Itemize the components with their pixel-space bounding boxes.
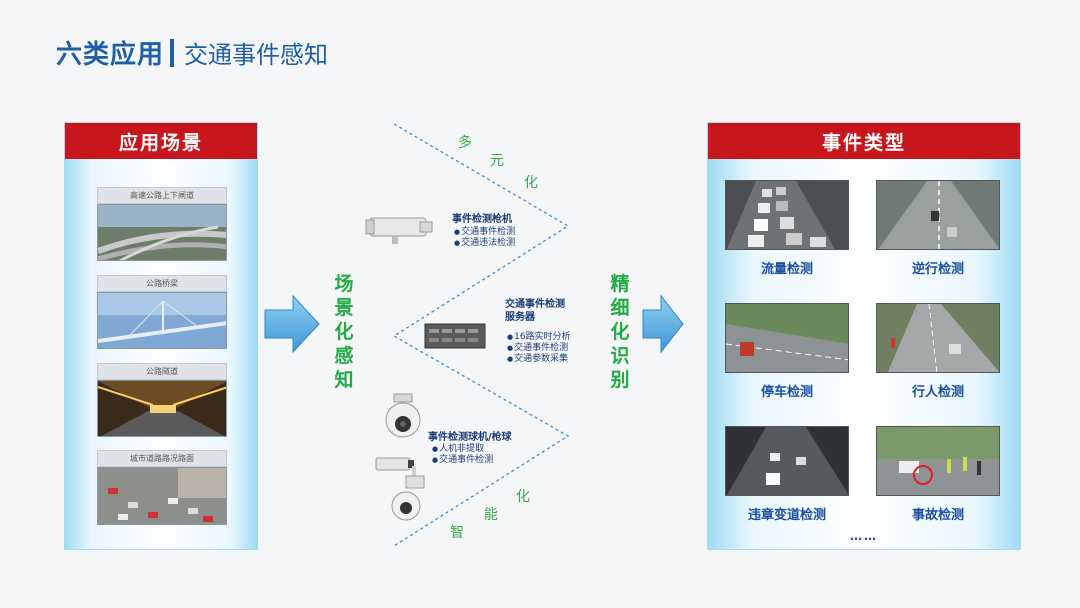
- lane-change-photo: [725, 426, 849, 496]
- diversified-char-1: 多: [458, 135, 472, 151]
- feature-item: 交通参数采集: [507, 354, 571, 365]
- device-1-title: 事件检测枪机: [452, 214, 512, 225]
- right-arrow-icon: [264, 294, 320, 354]
- scene-label: 公路隧道: [97, 363, 227, 380]
- title-sub: 交通事件感知: [184, 41, 329, 69]
- event-parking-detection: 停车检测: [725, 303, 849, 400]
- scene-bridge: 公路桥梁: [97, 275, 227, 349]
- wrong-way-photo: [876, 180, 1000, 250]
- bridge-photo: [97, 292, 227, 349]
- event-accident-detection: 事故检测: [876, 426, 1000, 523]
- vertical-char: 化: [334, 321, 354, 343]
- intelligent-char-3: 化: [516, 489, 530, 505]
- event-flow-detection: 流量检测: [725, 180, 849, 277]
- scene-label: 公路桥梁: [97, 275, 227, 292]
- device-2-features: 16路实时分析 交通事件检测 交通参数采集: [507, 332, 571, 365]
- zigzag-dashed-lines: [392, 123, 570, 547]
- device-2-title: 交通事件检测 服务器: [505, 298, 565, 324]
- event-label: 逆行检测: [911, 262, 964, 277]
- feature-item: 交通事件检测: [432, 455, 493, 466]
- event-wrong-way-detection: 逆行检测: [876, 180, 1000, 277]
- city-road-photo: [97, 467, 227, 525]
- event-label: 行人检测: [911, 385, 964, 400]
- scene-label: 城市道路路况路面: [97, 450, 227, 467]
- vertical-char: 识: [610, 345, 630, 367]
- more-events-indicator: ……: [850, 529, 878, 543]
- parking-photo: [725, 303, 849, 373]
- vertical-char: 知: [334, 369, 354, 391]
- scene-city-road: 城市道路路况路面: [97, 450, 227, 525]
- event-types-header: 事件类型: [708, 123, 1020, 159]
- diversified-char-2: 元: [490, 153, 504, 169]
- highway-ramp-photo: [97, 204, 227, 261]
- title-divider: [170, 38, 175, 67]
- vertical-char: 精: [610, 273, 630, 295]
- vertical-char: 细: [610, 297, 630, 319]
- vertical-char: 化: [610, 321, 630, 343]
- device-3-features: 人机非提取 交通事件检测: [432, 444, 493, 466]
- feature-item: 人机非提取: [432, 444, 493, 455]
- vertical-char: 场: [334, 273, 354, 295]
- device-2-title-line: 交通事件检测: [505, 299, 565, 310]
- traffic-flow-photo: [725, 180, 849, 250]
- feature-item: 交通违法检测: [454, 238, 515, 249]
- vertical-char: 感: [334, 345, 354, 367]
- feature-item: 交通事件检测: [507, 343, 571, 354]
- intelligent-char-1: 智: [450, 525, 464, 541]
- scene-highway-ramp: 高速公路上下闸道: [97, 187, 227, 261]
- vertical-char: 景: [334, 297, 354, 319]
- tunnel-photo: [97, 380, 227, 437]
- pedestrian-photo: [876, 303, 1000, 373]
- event-label: 事故检测: [911, 508, 964, 523]
- bullet-camera-icon: [365, 217, 433, 244]
- application-scenes-header: 应用场景: [65, 123, 257, 159]
- event-types-panel: 事件类型 流量检测 逆行检测: [707, 122, 1021, 550]
- device-3-title: 事件检测球机/枪球: [428, 432, 512, 443]
- feature-item: 16路实时分析: [507, 332, 570, 343]
- event-label: 停车检测: [760, 385, 813, 400]
- title-main: 六类应用: [56, 40, 165, 70]
- event-pedestrian-detection: 行人检测: [876, 303, 1000, 400]
- device-1-features: 交通事件检测 交通违法检测: [454, 227, 515, 249]
- scene-label: 高速公路上下闸道: [97, 187, 227, 204]
- page-title: 六类应用 交通事件感知: [56, 34, 328, 71]
- server-icon: [424, 323, 486, 349]
- dome-camera-icon: [385, 393, 421, 438]
- fine-recognition-text: 精 细 化 识 别: [608, 272, 632, 392]
- diversified-char-3: 化: [524, 175, 538, 191]
- event-illegal-lane-change-detection: 违章变道检测: [725, 426, 849, 523]
- device-2-title-line: 服务器: [505, 312, 535, 323]
- feature-item: 交通事件检测: [454, 227, 515, 238]
- vertical-char: 别: [610, 369, 630, 391]
- event-label: 流量检测: [760, 262, 813, 277]
- intelligent-char-2: 能: [484, 507, 498, 523]
- accident-photo: [876, 426, 1000, 496]
- ptz-bullet-camera-icon: [375, 457, 425, 521]
- scene-tunnel: 公路隧道: [97, 363, 227, 437]
- application-scenes-panel: 应用场景 高速公路上下闸道 公路桥梁 公路隧道: [64, 122, 258, 550]
- right-arrow-icon: [642, 294, 684, 354]
- event-label: 违章变道检测: [747, 508, 826, 523]
- scenario-perception-text: 场 景 化 感 知: [332, 272, 356, 392]
